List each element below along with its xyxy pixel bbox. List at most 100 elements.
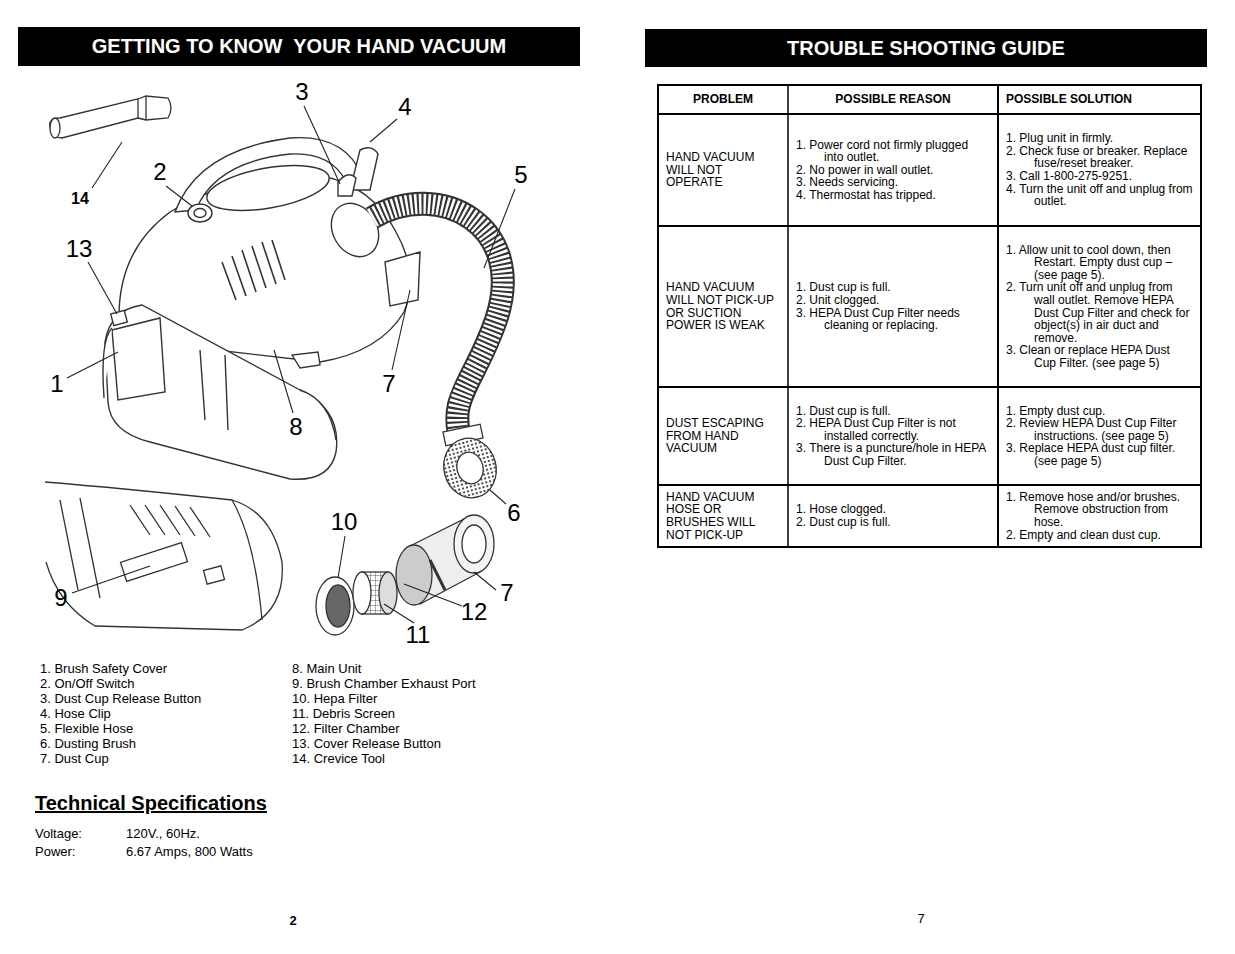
table-list-item: 4. Turn the unit off and unplug from out…: [1006, 183, 1193, 208]
crevice-tool: [50, 118, 60, 138]
trouble-table: [658, 225, 1201, 227]
table-problem: HAND VACUUM HOSE OR BRUSHES WILL NOT PIC…: [666, 491, 780, 541]
table-header: PROBLEM: [666, 93, 780, 106]
leader-line: [404, 584, 462, 606]
part-name: 14. Crevice Tool: [292, 752, 385, 767]
main-unit: [203, 158, 332, 219]
header-text: GETTING TO KNOW YOUR HAND VACUUM: [92, 35, 506, 58]
header-band: TROUBLE SHOOTING GUIDE: [645, 29, 1207, 67]
main-unit: [300, 390, 336, 440]
table-problem: HAND VACUUM WILL NOT PICK-UP OR SUCTION …: [666, 281, 780, 331]
trouble-table: [658, 113, 1201, 115]
main-unit: [292, 352, 320, 368]
dust-cup-parts: [326, 585, 350, 627]
callout-number: 11: [406, 621, 431, 649]
table-cell: HAND VACUUM WILL NOT PICK-UP OR SUCTION …: [666, 281, 780, 331]
header-text: TROUBLE SHOOTING GUIDE: [787, 37, 1065, 60]
callout-number: 7: [382, 370, 395, 398]
table-cell: 1. Dust cup is full.2. HEPA Dust Cup Fil…: [796, 405, 990, 468]
part-name: 4. Hose Clip: [40, 707, 111, 722]
table-list-item: 3. There is a puncture/hole in HEPA Dust…: [796, 442, 990, 467]
table-list-item: 1. Empty dust cup.: [1006, 405, 1193, 418]
table-header: POSSIBLE REASON: [796, 93, 990, 106]
main-unit: [112, 318, 165, 400]
callout-number: 1: [50, 370, 63, 398]
main-unit: [103, 138, 420, 480]
table-list-item: 1. Plug unit in firmly.: [1006, 132, 1193, 145]
leader-line: [490, 490, 506, 504]
part-name: 2. On/Off Switch: [40, 677, 134, 692]
table-problem: HAND VACUUM WILL NOT OPERATE: [666, 151, 780, 189]
main-unit: [222, 240, 285, 300]
flexible-hose: [372, 204, 503, 444]
leader-line: [484, 189, 515, 268]
callout-number: 4: [398, 93, 411, 121]
main-unit: [232, 256, 246, 296]
part-name: 5. Flexible Hose: [40, 722, 133, 737]
part-name: 6. Dusting Brush: [40, 737, 136, 752]
trouble-table: [658, 386, 1201, 388]
table-cell: POSSIBLE REASON: [796, 93, 990, 106]
main-unit: [200, 350, 228, 430]
leader-line: [338, 536, 345, 578]
main-unit: [111, 310, 128, 325]
table-list-item: 2. Dust cup is full.: [796, 516, 990, 529]
main-unit: [194, 209, 206, 218]
leader-line: [392, 290, 410, 370]
leader-line: [92, 142, 122, 188]
table-list-item: 3. Call 1-800-275-9251.: [1006, 170, 1193, 183]
callout-number: 10: [331, 508, 358, 536]
callout-number: 6: [507, 499, 520, 527]
trouble-table: [787, 85, 789, 547]
spec-key: Voltage:: [35, 827, 82, 842]
dust-cup-parts: [396, 545, 432, 605]
table-list-item: 3. HEPA Dust Cup Filter needs cleaning o…: [796, 307, 990, 332]
leader-line: [274, 350, 293, 413]
bottom-view: [120, 543, 187, 582]
table-cell: DUST ESCAPING FROM HAND VACUUM: [666, 417, 780, 455]
spec-value: 6.67 Amps, 800 Watts: [126, 845, 253, 860]
leader-line: [166, 186, 192, 206]
table-cell: 1. Plug unit in firmly.2. Check fuse or …: [1006, 132, 1193, 208]
bottom-view: [130, 505, 210, 537]
callout-number: 9: [54, 584, 67, 612]
main-unit: [252, 246, 266, 288]
table-cell: 1. Allow unit to cool down, then Restart…: [1006, 244, 1193, 370]
table-list-item: 1. Hose clogged.: [796, 503, 990, 516]
table-list-item: 1. Dust cup is full.: [796, 281, 990, 294]
part-name: 1. Brush Safety Cover: [40, 662, 167, 677]
dust-cup-parts: [353, 572, 371, 614]
dust-cup-parts: [430, 560, 445, 590]
leader-line: [67, 352, 118, 378]
main-unit: [242, 250, 256, 292]
table-list-item: 1. Power cord not firmly plugged into ou…: [796, 139, 990, 164]
crevice-tool: [145, 96, 146, 120]
bottom-view: [60, 498, 100, 598]
crevice-tool: [137, 99, 138, 118]
leader-line: [370, 119, 397, 142]
table-cell: PROBLEM: [666, 93, 780, 106]
dusting-brush: [437, 424, 503, 504]
page-number: 2: [289, 914, 296, 929]
page-number: 7: [917, 912, 924, 927]
leader-line: [88, 262, 117, 314]
leader-line: [72, 566, 150, 593]
part-name: 12. Filter Chamber: [292, 722, 400, 737]
table-list-item: 1. Dust cup is full.: [796, 405, 990, 418]
part-name: 9. Brush Chamber Exhaust Port: [292, 677, 476, 692]
callout-number: 3: [295, 78, 308, 106]
leader-line: [304, 106, 340, 184]
table-list-item: 4. Thermostat has tripped.: [796, 189, 990, 202]
leader-line: [384, 604, 414, 623]
bottom-view: [232, 500, 262, 620]
leader-line: [67, 106, 515, 623]
trouble-table: [658, 85, 1201, 547]
spec-value: 120V., 60Hz.: [126, 827, 200, 842]
crevice-tool: [50, 96, 171, 138]
table-list-item: 2. Empty and clean dust cup.: [1006, 529, 1193, 542]
table-list-item: 2. HEPA Dust Cup Filter is not installed…: [796, 417, 990, 442]
dust-cup-parts: [462, 525, 486, 563]
callout-number: 8: [289, 413, 302, 441]
trouble-table: [658, 85, 1201, 547]
main-unit: [103, 328, 112, 398]
